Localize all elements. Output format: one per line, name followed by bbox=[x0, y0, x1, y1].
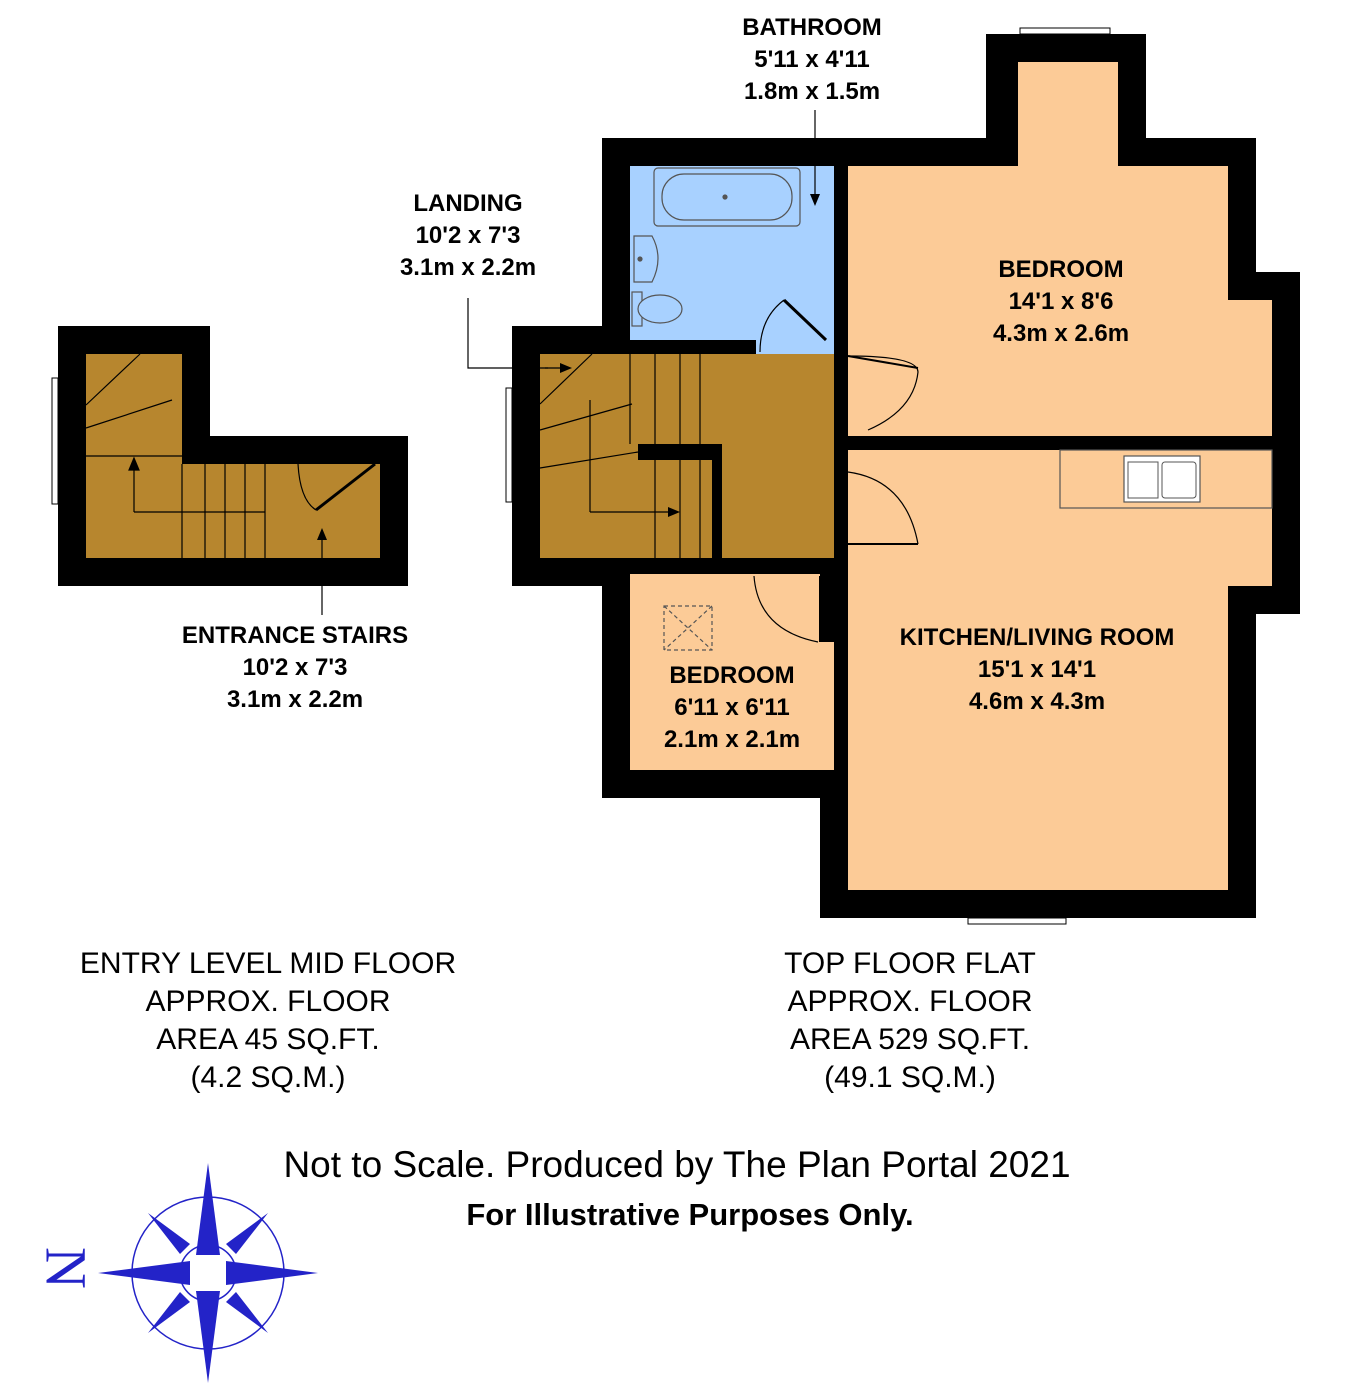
compass-point-south bbox=[226, 1261, 318, 1285]
label-pointer bbox=[467, 298, 548, 369]
window bbox=[1019, 27, 1111, 35]
illustrative-notice-text: For Illustrative Purposes Only. bbox=[466, 1197, 914, 1232]
bathroom-wall bbox=[540, 340, 756, 354]
door-swing bbox=[759, 299, 785, 353]
compass-point-sw bbox=[226, 1292, 268, 1333]
room-name: BEDROOM bbox=[998, 256, 1124, 283]
compass-point-west bbox=[196, 1291, 220, 1383]
floor-area-line: APPROX. FLOOR bbox=[787, 985, 1033, 1018]
illustrative-notice: For Illustrative Purposes Only. bbox=[0, 1196, 1350, 1234]
room-label-small-bedroom: BEDROOM 6'11 x 6'11 2.1m x 2.1m bbox=[634, 660, 830, 756]
landing-stair-treads bbox=[539, 353, 701, 558]
room-size-metric: 3.1m x 2.2m bbox=[226, 686, 364, 713]
washbasin bbox=[633, 235, 659, 283]
entrance-stairs-floor bbox=[86, 354, 380, 558]
stair-arrow bbox=[560, 363, 572, 373]
room-size-metric: 1.8m x 1.5m bbox=[743, 78, 881, 105]
room-name: KITCHEN/LIVING ROOM bbox=[899, 624, 1175, 651]
room-size-imperial: 6'11 x 6'11 bbox=[674, 694, 790, 721]
stair-arrow bbox=[668, 507, 680, 517]
door-swing bbox=[847, 355, 919, 431]
room-label-main-bedroom: BEDROOM 14'1 x 8'6 4.3m x 2.6m bbox=[950, 254, 1172, 350]
washbasin-tap bbox=[637, 256, 643, 262]
skylight bbox=[663, 605, 713, 651]
bedroom-kitchen-wall bbox=[834, 436, 1300, 450]
small-bedroom-door-jamb bbox=[820, 572, 834, 642]
floor-area-line: (49.1 SQ.M.) bbox=[824, 1061, 996, 1094]
room-label-entrance-stairs: ENTRANCE STAIRS 10'2 x 7'3 3.1m x 2.2m bbox=[150, 620, 440, 716]
door-leaf bbox=[847, 355, 919, 369]
door-swing bbox=[753, 575, 819, 643]
top-floor-plan bbox=[467, 27, 1300, 925]
small-bedroom-wall bbox=[602, 558, 748, 574]
bathroom-side-wall bbox=[834, 138, 848, 358]
toilet-bowl bbox=[637, 294, 683, 324]
entry-level-plan bbox=[51, 326, 408, 615]
compass-point-east bbox=[196, 1163, 220, 1255]
room-name: ENTRANCE STAIRS bbox=[181, 622, 409, 649]
window bbox=[505, 387, 513, 503]
compass-rose: N bbox=[34, 1163, 318, 1383]
room-label-landing: LANDING 10'2 x 7'3 3.1m x 2.2m bbox=[360, 188, 576, 284]
floor-area-line: (4.2 SQ.M.) bbox=[190, 1061, 346, 1094]
bathtub-drain bbox=[722, 194, 728, 200]
room-size-imperial: 5'11 x 4'11 bbox=[754, 46, 870, 73]
room-size-imperial: 14'1 x 8'6 bbox=[1008, 288, 1114, 315]
compass-point-ne bbox=[148, 1213, 190, 1254]
landing-stair-block bbox=[720, 354, 834, 558]
kitchen-floor bbox=[848, 450, 1272, 890]
room-size-metric: 2.1m x 2.1m bbox=[663, 726, 801, 753]
compass-north-label: N bbox=[34, 1247, 99, 1289]
door-swing bbox=[847, 471, 919, 545]
room-size-metric: 3.1m x 2.2m bbox=[399, 254, 537, 281]
floor-area-line: AREA 529 SQ.FT. bbox=[789, 1023, 1031, 1056]
floor-area-entry-level: ENTRY LEVEL MID FLOOR APPROX. FLOOR AREA… bbox=[40, 945, 496, 1097]
room-size-imperial: 10'2 x 7'3 bbox=[415, 222, 521, 249]
floor-title: TOP FLOOR FLAT bbox=[784, 947, 1036, 980]
compass-point-se bbox=[148, 1292, 190, 1333]
room-size-imperial: 15'1 x 14'1 bbox=[977, 656, 1097, 683]
stair-core-post bbox=[712, 444, 722, 558]
room-label-kitchen-living: KITCHEN/LIVING ROOM 15'1 x 14'1 4.6m x 4… bbox=[872, 622, 1202, 718]
room-label-bathroom: BATHROOM 5'11 x 4'11 1.8m x 1.5m bbox=[706, 12, 918, 108]
compass-point-north bbox=[98, 1261, 190, 1285]
sink-drainer bbox=[1127, 461, 1159, 499]
room-size-metric: 4.6m x 4.3m bbox=[968, 688, 1106, 715]
room-name: LANDING bbox=[413, 190, 523, 217]
room-size-imperial: 10'2 x 7'3 bbox=[242, 654, 348, 681]
door-swing bbox=[297, 463, 317, 511]
room-name: BATHROOM bbox=[742, 14, 882, 41]
landing-kitchen-wall bbox=[834, 544, 848, 798]
floor-title: ENTRY LEVEL MID FLOOR bbox=[79, 947, 457, 980]
scale-disclaimer-text: Not to Scale. Produced by The Plan Porta… bbox=[283, 1144, 1071, 1185]
door-leaf bbox=[315, 462, 376, 512]
floor-area-line: APPROX. FLOOR bbox=[145, 985, 391, 1018]
room-name: BEDROOM bbox=[669, 662, 795, 689]
room-size-metric: 4.3m x 2.6m bbox=[992, 320, 1130, 347]
stair-treads bbox=[85, 353, 266, 558]
floor-area-line: AREA 45 SQ.FT. bbox=[156, 1023, 380, 1056]
bathroom-fixtures bbox=[631, 167, 801, 327]
main-bedroom-floor bbox=[848, 62, 1272, 436]
stair-core-wall bbox=[638, 444, 722, 460]
window bbox=[51, 377, 59, 505]
floor-area-top-floor: TOP FLOOR FLAT APPROX. FLOOR AREA 529 SQ… bbox=[720, 945, 1100, 1097]
compass-point-nw bbox=[226, 1213, 268, 1254]
label-pointer-arrow bbox=[810, 194, 820, 206]
sink-bowl bbox=[1161, 461, 1197, 499]
door-leaf bbox=[782, 298, 828, 342]
label-pointer-arrow bbox=[317, 528, 327, 540]
window bbox=[967, 917, 1067, 925]
scale-disclaimer: Not to Scale. Produced by The Plan Porta… bbox=[0, 1144, 1350, 1186]
